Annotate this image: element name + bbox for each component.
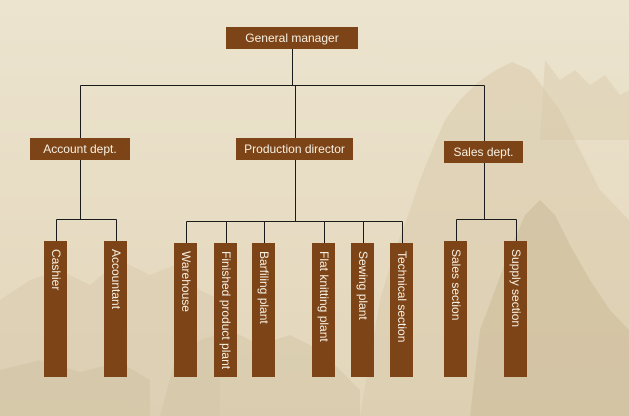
sales-dept-label: Sales dept.	[453, 145, 514, 159]
accountant-box: Accountant	[104, 241, 127, 377]
barfiling-plant-label: Barfiling plant	[256, 251, 271, 324]
supply-section-box: Supply section	[504, 241, 527, 377]
flat-knitting-plant-label: Flat knitting plant	[316, 251, 331, 342]
general-manager-label: General manager	[245, 31, 339, 45]
account-dept-label: Account dept.	[43, 142, 117, 156]
barfiling-plant-box: Barfiling plant	[252, 243, 275, 377]
cashier-label: Cashier	[48, 249, 63, 291]
general-manager-box: General manager	[226, 27, 358, 49]
sales-dept-box: Sales dept.	[444, 141, 523, 163]
flat-knitting-plant-box: Flat knitting plant	[312, 243, 335, 377]
sewing-plant-label: Sewing plant	[355, 251, 370, 320]
technical-section-box: Technical section	[390, 243, 413, 377]
warehouse-box: Warehouse	[174, 243, 197, 377]
account-dept-box: Account dept.	[30, 138, 130, 160]
technical-section-label: Technical section	[394, 251, 409, 343]
finished-product-plant-label: Finished product plant	[218, 251, 233, 370]
accountant-label: Accountant	[108, 249, 123, 310]
supply-section-label: Supply section	[508, 249, 523, 328]
cashier-box: Cashier	[44, 241, 67, 377]
production-director-label: Production director	[244, 142, 345, 156]
sales-section-label: Sales section	[448, 249, 463, 321]
sales-section-box: Sales section	[444, 241, 467, 377]
warehouse-label: Warehouse	[178, 251, 193, 312]
sewing-plant-box: Sewing plant	[351, 243, 374, 377]
finished-product-plant-box: Finished product plant	[214, 243, 237, 377]
production-director-box: Production director	[236, 138, 353, 160]
